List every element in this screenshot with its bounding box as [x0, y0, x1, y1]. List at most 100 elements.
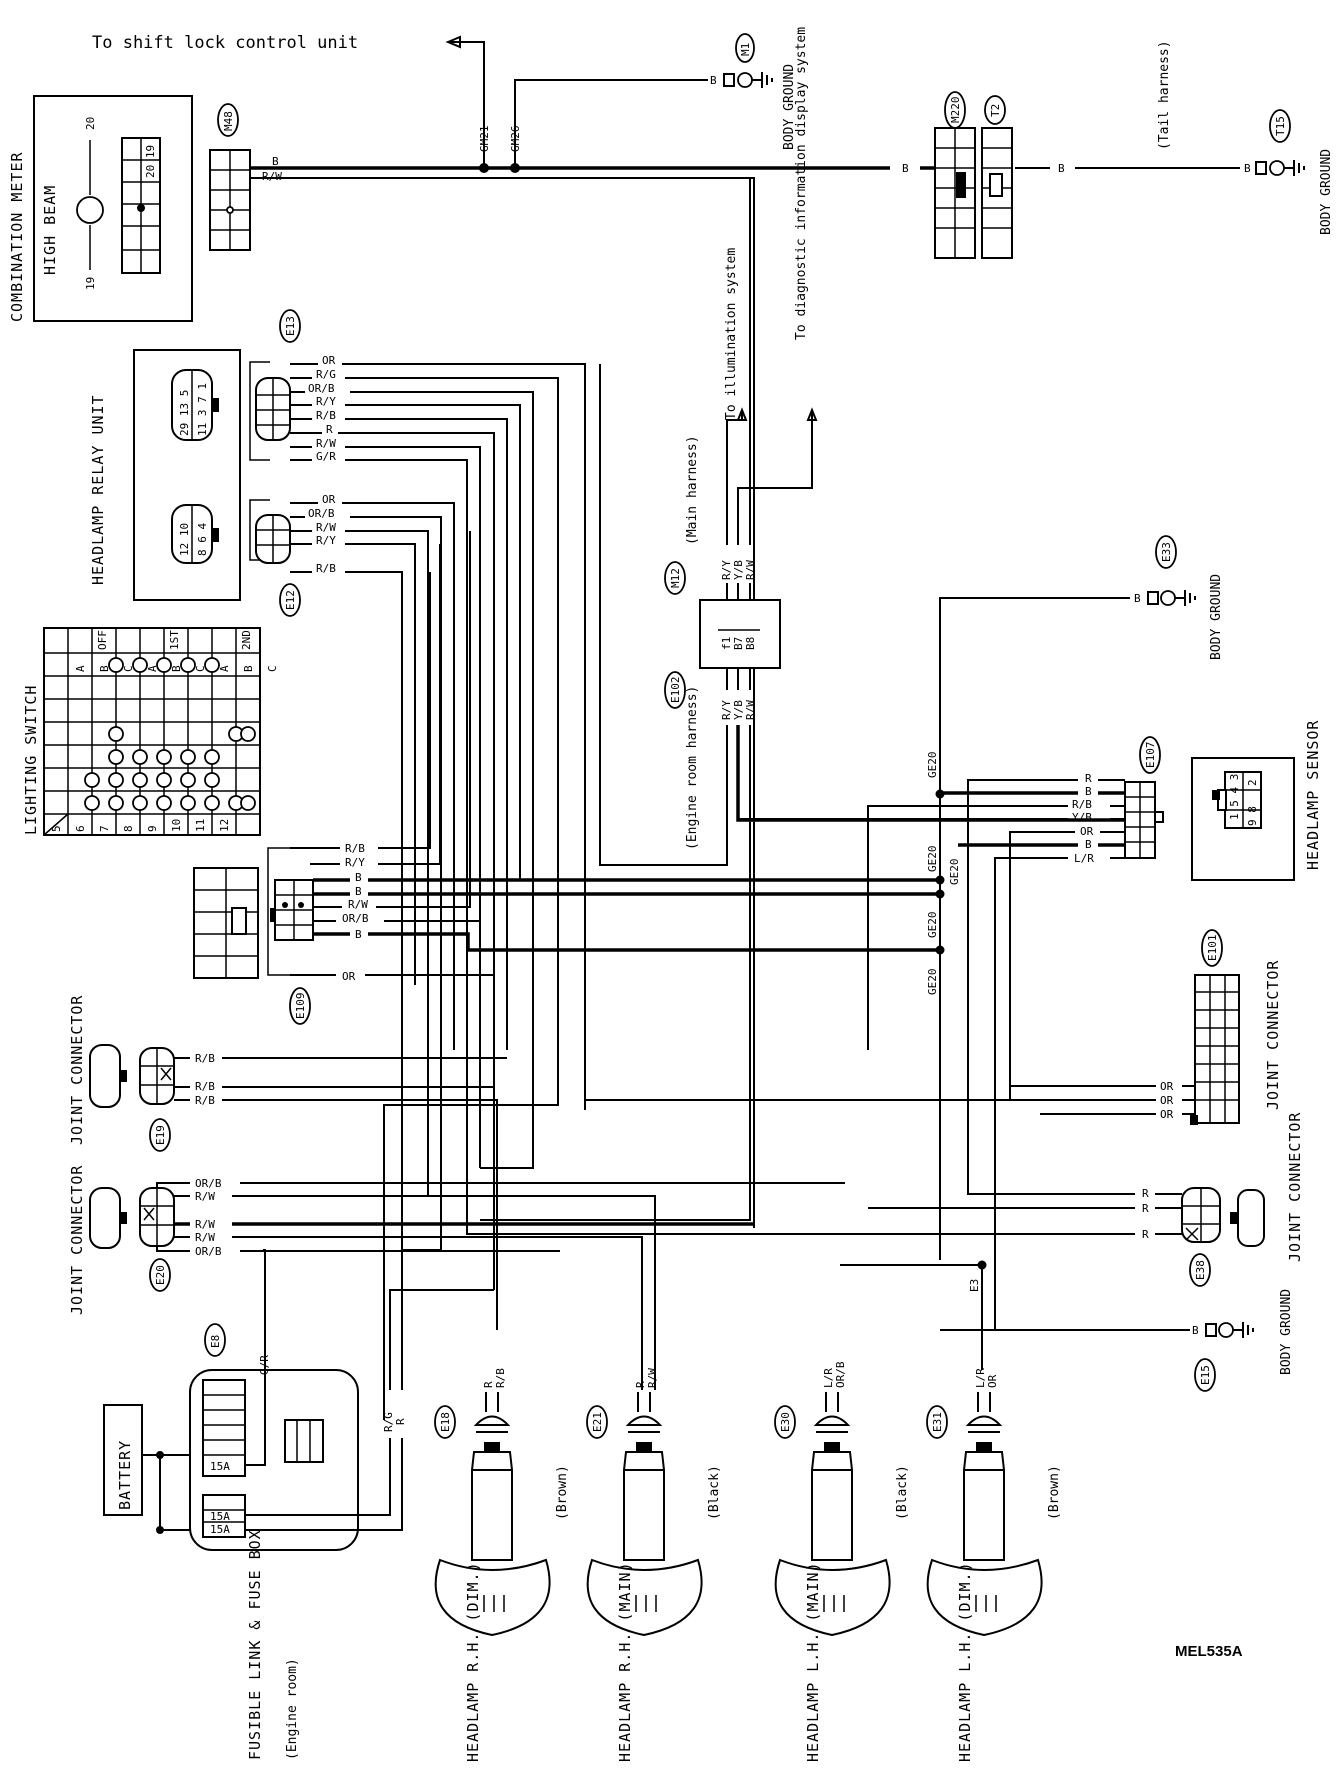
e107-or: OR [1080, 825, 1094, 838]
switch-row-label: 8 [122, 825, 135, 832]
wire-label-m220-b: B [902, 162, 909, 175]
headlamp-title: HEADLAMP L.H. (DIM.) [956, 1561, 974, 1762]
switch-contact-circle [108, 657, 124, 673]
switch-subheader: B [170, 665, 183, 672]
e107-lr: L/R [1074, 852, 1094, 865]
fuse-wire-rg: R/G [382, 1412, 395, 1432]
switch-contact-circle [204, 749, 220, 765]
headlamp-color-label: (Black) [895, 1465, 910, 1520]
battery-box [103, 1404, 143, 1516]
e19-wires: R/B R/B R/B [174, 1052, 507, 1330]
sensor-pins-top: 2 [1246, 779, 1259, 786]
fuse-block-2: 15A 15A [202, 1494, 246, 1538]
switch-row-label: 7 [98, 825, 111, 832]
switch-contact-circle [108, 795, 124, 811]
e109-or: OR [342, 970, 356, 983]
lighting-switch-table [43, 627, 261, 836]
e13-orb: OR/B [308, 382, 335, 395]
e13-rg: R/G [316, 368, 336, 381]
switch-subheader: B [242, 665, 255, 672]
connector-m1: M1 [739, 43, 752, 56]
switch-contact-circle [108, 749, 124, 765]
e12-or: OR [322, 493, 336, 506]
fuse-box-sub: (Engine room) [285, 1658, 300, 1760]
switch-subheader: A [74, 665, 87, 672]
e38-r2: R [1142, 1202, 1149, 1215]
connector-t15: T15 [1274, 116, 1287, 136]
connector-m48: M48 [222, 111, 235, 131]
fuse-wire-gr: G/R [258, 1355, 271, 1375]
junction-gm26: GM26 [509, 126, 522, 153]
junction-ge20-4: GE20 [926, 912, 939, 939]
connector-e13-body [249, 361, 291, 461]
junction-ge20-5: GE20 [926, 969, 939, 996]
connector-e20-ref [89, 1187, 127, 1249]
e107-rb: R/B [1072, 798, 1092, 811]
meter-pin-20: 20 [84, 117, 97, 130]
connector-e107: E107 [1144, 742, 1157, 769]
connector-e8: E8 [209, 1335, 222, 1348]
switch-contact-circle [156, 795, 172, 811]
diagnostic-label: To diagnostic information display system [794, 27, 809, 340]
battery-label: BATTERY [116, 1440, 134, 1510]
e19-rb1: R/B [195, 1052, 215, 1065]
connector-m220-body [934, 127, 976, 259]
ground-label-e33: BODY GROUND [1209, 574, 1224, 660]
e38-r1: R [1142, 1187, 1149, 1200]
connector-m48-body [209, 149, 251, 251]
relay-conn2-pins-b: 8 6 4 [196, 523, 209, 556]
junction-e3: E3 [968, 1279, 981, 1292]
joint-connector-label-e20: JOINT CONNECTOR [68, 1165, 86, 1315]
switch-header: OFF [96, 630, 109, 650]
junction-gm21: GM21 [478, 126, 491, 153]
headlamp-sensor-title: HEADLAMP SENSOR [1304, 720, 1322, 870]
switch-contact-circle [204, 657, 220, 673]
switch-contact-circle [204, 795, 220, 811]
combination-meter-title: COMBINATION METER [8, 151, 26, 322]
junction-ge20-1: GE20 [926, 752, 939, 779]
e109-ry: R/Y [345, 856, 365, 869]
headlamp-wire-label: R/B [494, 1368, 507, 1388]
e13-wires: OR R/G OR/B R/Y R/B R R/W G/R [290, 354, 586, 1420]
headlamp-sensor-connector: 1 5 4 3 9 8 2 [1212, 771, 1262, 829]
meter-pin-19: 19 [84, 277, 97, 290]
ground-label-e15: BODY GROUND [1279, 1289, 1294, 1375]
switch-row-label: 12 [218, 819, 231, 832]
switch-row-label: 5 [50, 825, 63, 832]
headlamp-wire-label: R [482, 1381, 495, 1388]
e101-wires: OR OR OR [585, 1080, 1195, 1121]
e13-rb: R/B [316, 409, 336, 422]
ground-symbol-e33 [1147, 590, 1196, 606]
e107-b1: B [1085, 785, 1092, 798]
m12-yb: Y/B [732, 560, 745, 580]
e109-orb: OR/B [342, 912, 369, 925]
e107-r: R [1085, 772, 1092, 785]
switch-contact-circle [108, 726, 124, 742]
connector-e101-body [1190, 974, 1240, 1125]
e20-wires: OR/B R/W R/W R/W OR/B [156, 1177, 845, 1390]
e12-orb: OR/B [308, 507, 335, 520]
fuse-15a-2: 15A [210, 1510, 230, 1523]
fuse-15a-3: 15A [210, 1523, 230, 1536]
connector-e20-body [139, 1187, 175, 1247]
e20-orb2: OR/B [195, 1245, 222, 1258]
e13-or: OR [322, 354, 336, 367]
connector-e20: E20 [154, 1265, 167, 1285]
connector-e19-body [139, 1047, 175, 1105]
relay-connector-1: 29 13 5 11 3 7 1 [171, 369, 219, 441]
e13-ry: R/Y [316, 395, 336, 408]
e102-yb: Y/B [732, 700, 745, 720]
connector-e30: E30 [779, 1412, 792, 1432]
headlamp-wire-label: OR [986, 1374, 999, 1388]
e101-or3: OR [1160, 1108, 1174, 1121]
connector-e101: E101 [1206, 935, 1219, 962]
switch-contact-circle [204, 772, 220, 788]
ground-label-t15: BODY GROUND [1319, 149, 1334, 235]
switch-header: 2ND [240, 630, 253, 650]
ground-symbol-e15 [1205, 1322, 1254, 1338]
headlamp-title: HEADLAMP R.H. (MAIN) [616, 1561, 634, 1762]
connector-e13: E13 [284, 316, 297, 336]
